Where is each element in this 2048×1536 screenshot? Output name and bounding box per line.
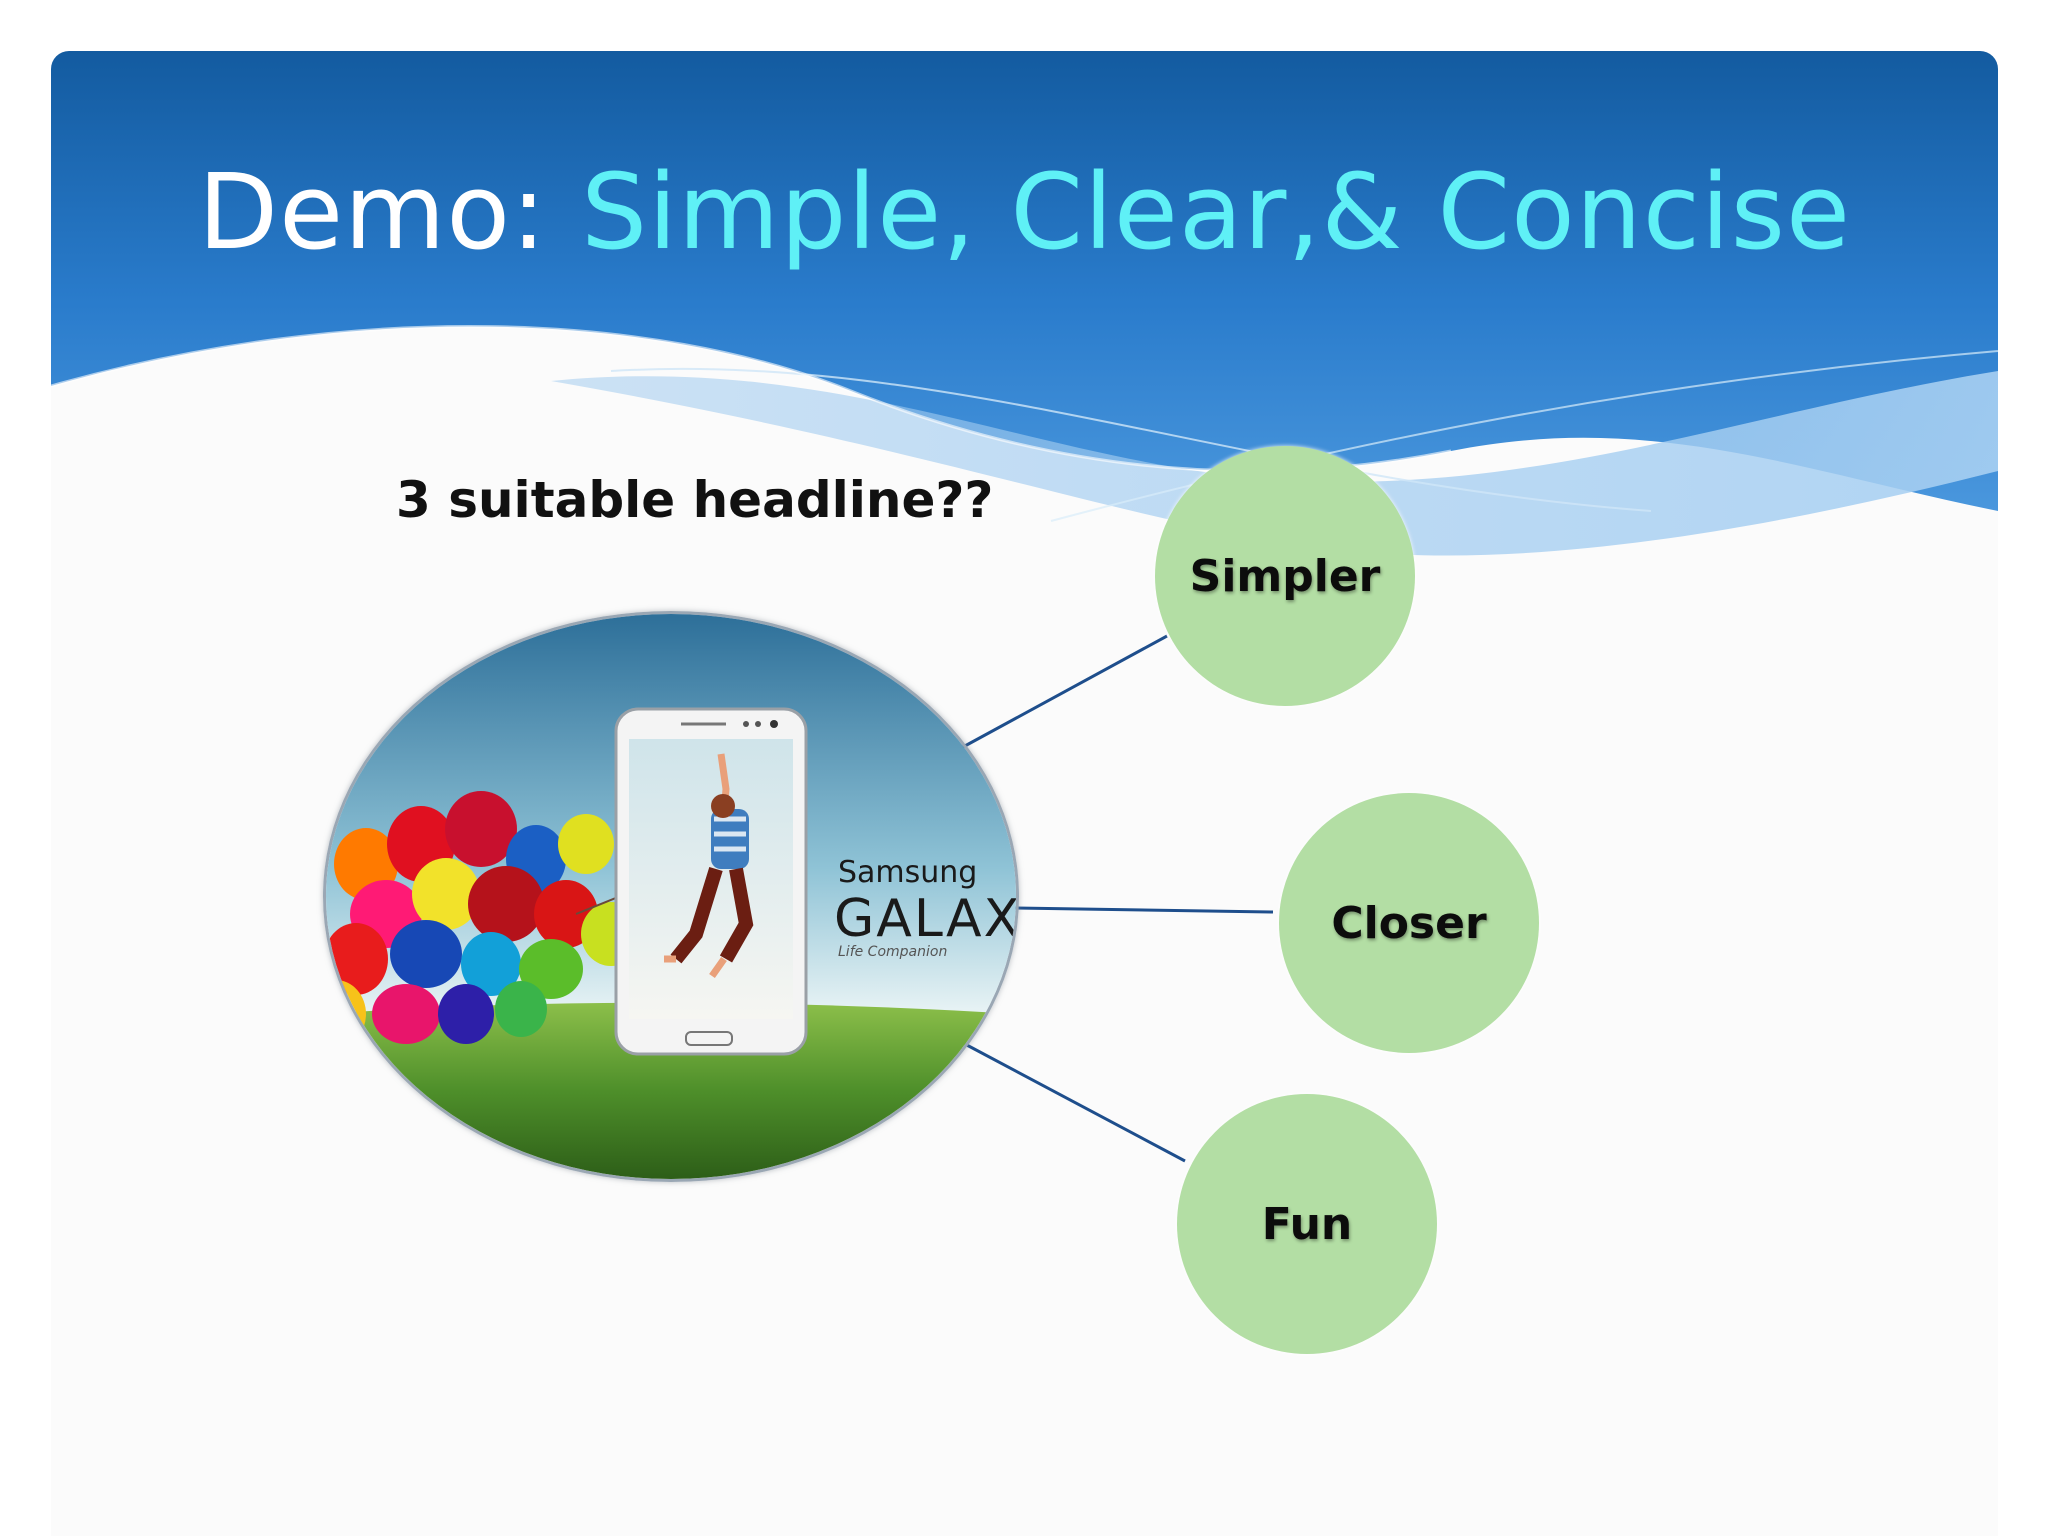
bubble-simpler: Simpler bbox=[1155, 446, 1415, 706]
phone-illustration bbox=[614, 707, 808, 1056]
bubble-fun: Fun bbox=[1177, 1094, 1437, 1354]
connector-fun bbox=[962, 1041, 1186, 1163]
bubble-closer: Closer bbox=[1279, 793, 1539, 1053]
connector-closer bbox=[1012, 906, 1274, 914]
image-product-name: GALAX bbox=[834, 889, 1016, 949]
slide: Demo: Simple, Clear,& Concise 3 suitable… bbox=[51, 51, 1998, 1536]
connector-lines bbox=[962, 634, 1274, 1163]
connector-simpler bbox=[962, 634, 1168, 749]
bubble-label: Closer bbox=[1331, 897, 1487, 949]
title-prefix: Demo: bbox=[198, 151, 548, 273]
bubble-label: Simpler bbox=[1189, 550, 1381, 602]
image-brand-name: Samsung bbox=[838, 855, 977, 890]
bubble-label: Fun bbox=[1261, 1198, 1353, 1250]
balloons-illustration bbox=[326, 791, 641, 1048]
header-banner bbox=[51, 51, 1998, 556]
product-image: Samsung GALAX Life Companion bbox=[323, 611, 1019, 1182]
image-tagline: Life Companion bbox=[838, 944, 947, 960]
title-highlight: Simple, Clear,& Concise bbox=[581, 151, 1851, 273]
slide-title: Demo: Simple, Clear,& Concise bbox=[51, 151, 1998, 273]
subheading: 3 suitable headline?? bbox=[396, 471, 994, 529]
